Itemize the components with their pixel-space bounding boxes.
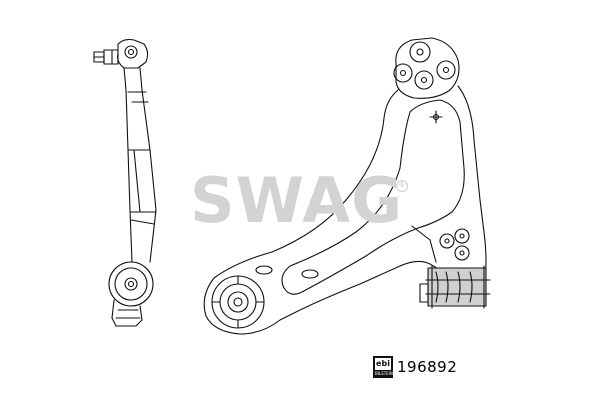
part-number: 196892 [397, 358, 458, 376]
side-view-control-arm-icon [93, 38, 157, 327]
swag-watermark: SWAG [190, 164, 404, 237]
registered-mark: ® [396, 180, 408, 192]
logo-text: ebi [375, 358, 391, 370]
ebi-logo-icon: ebi BILSTEIN [373, 356, 393, 378]
top-view-control-arm-icon [203, 37, 491, 335]
logo-subtext: BILSTEIN [375, 371, 393, 376]
